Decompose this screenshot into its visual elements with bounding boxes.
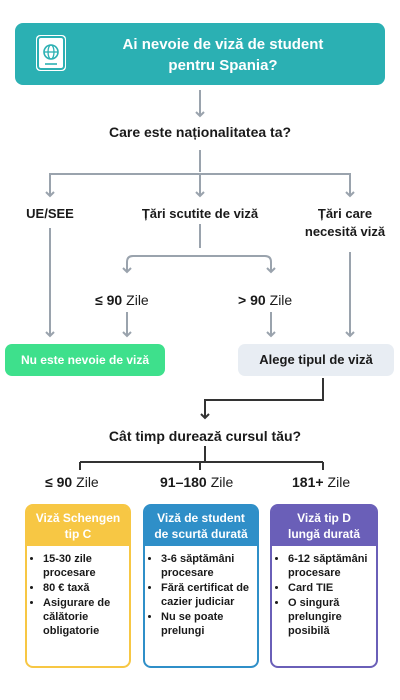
branch-required-line2: necesită viză	[304, 224, 386, 239]
question-duration: Cât timp durează cursul tău?	[108, 428, 302, 444]
card-schengen-c: Viză Schengen tip C 15-30 zile procesare…	[25, 504, 131, 668]
duration2-mid-prefix: 91–180	[160, 474, 207, 490]
list-item: Card TIE	[288, 581, 372, 595]
card-type-d-header: Viză tip D lungă durată	[272, 506, 376, 546]
card-type-d-title-line2: lungă durată	[287, 527, 360, 541]
outcome-choose-visa: Alege tipul de viză	[238, 344, 394, 376]
header-banner	[15, 23, 385, 85]
duration2-short-prefix: ≤ 90	[45, 474, 73, 490]
branch-eu: UE/SEE	[26, 206, 74, 221]
duration-short-unit: Zile	[126, 292, 149, 308]
duration2-long-prefix: 181+	[292, 474, 324, 490]
header-title-line2: pentru Spania?	[168, 57, 278, 74]
card-short-student-title-line1: Viză de student	[157, 511, 245, 525]
card-short-student-header: Viză de student de scurtă durată	[145, 506, 257, 546]
list-item: Nu se poate prelungi	[161, 610, 253, 638]
question-nationality: Care este naționalitatea ta?	[108, 124, 292, 140]
duration2-long: 181+Zile	[292, 474, 350, 490]
card-short-student-title-line2: de scurtă durată	[154, 527, 248, 541]
card-short-student-list: 3-6 săptămâni procesare Fără certificat …	[145, 552, 257, 638]
card-schengen-c-title-line1: Viză Schengen	[35, 511, 121, 525]
card-schengen-c-title-line2: tip C	[64, 527, 92, 541]
header-title-line1: Ai nevoie de viză de student	[122, 36, 324, 53]
card-type-d: Viză tip D lungă durată 6-12 săptămâni p…	[270, 504, 378, 668]
duration2-short-unit: Zile	[76, 474, 99, 490]
duration-long-unit: Zile	[269, 292, 293, 308]
list-item: 15-30 zile procesare	[43, 552, 125, 580]
header-title: Ai nevoie de viză de student pentru Span…	[78, 34, 368, 76]
list-item: 80 € taxă	[43, 581, 125, 595]
branch-bar-2	[126, 255, 272, 270]
list-item: 6-12 săptămâni procesare	[288, 552, 372, 580]
duration2-long-unit: Zile	[327, 474, 351, 490]
list-item: 3-6 săptămâni procesare	[161, 552, 253, 580]
card-short-student: Viză de student de scurtă durată 3-6 săp…	[143, 504, 259, 668]
list-item: O singură prelungire posibilă	[288, 596, 372, 638]
card-type-d-list: 6-12 săptămâni procesare Card TIE O sing…	[272, 552, 376, 638]
list-item: Asigurare de călătorie obligatorie	[43, 596, 125, 638]
passport-globe-icon	[36, 35, 66, 71]
branch-required-line1: Țări care	[317, 206, 373, 221]
dark-connector-to-question2	[200, 378, 324, 420]
duration-short-prefix: ≤ 90	[95, 292, 123, 308]
branch-required: Țări care necesită viză	[295, 205, 395, 241]
card-schengen-c-header: Viză Schengen tip C	[27, 506, 129, 546]
list-item: Fără certificat de cazier judiciar	[161, 581, 253, 609]
branch-exempt: Țări scutite de viză	[141, 206, 259, 221]
duration2-mid-unit: Zile	[210, 474, 234, 490]
card-type-d-title-line1: Viză tip D	[297, 511, 351, 525]
duration-long-prefix: > 90	[238, 292, 266, 308]
outcome-no-visa: Nu este nevoie de viză	[5, 344, 165, 376]
card-schengen-c-list: 15-30 zile procesare 80 € taxă Asigurare…	[27, 552, 129, 638]
